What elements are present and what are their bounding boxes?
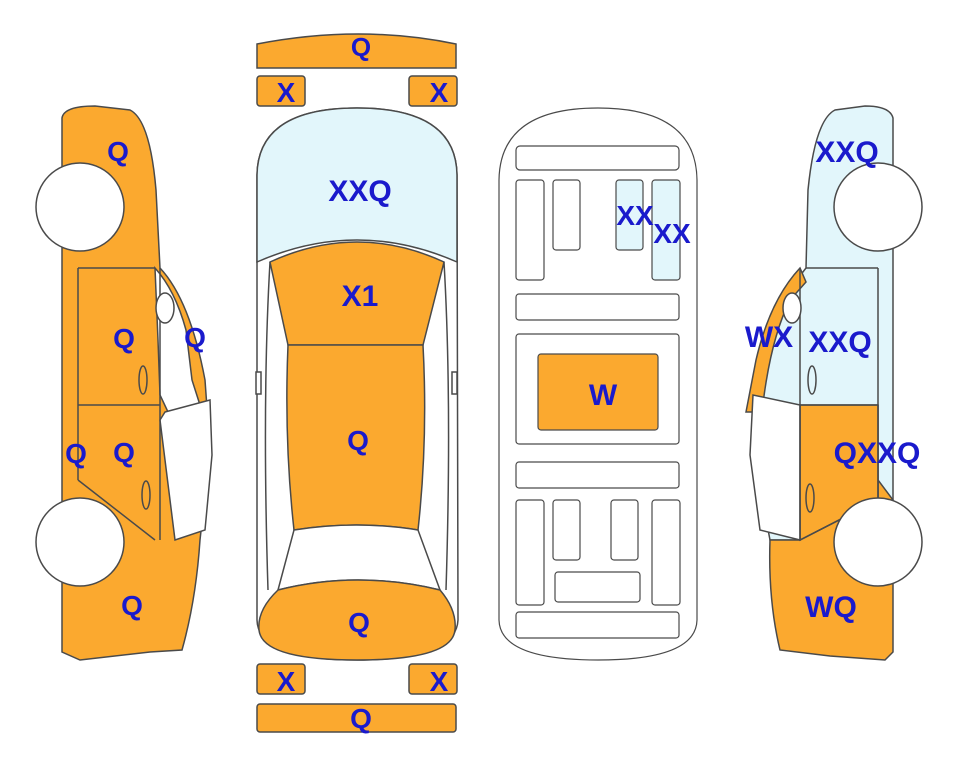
hood-panel[interactable] bbox=[269, 241, 445, 346]
label-left-rear-door: Q bbox=[113, 437, 135, 468]
label-hood: X1 bbox=[342, 280, 379, 313]
interior-bar-2 bbox=[515, 461, 680, 489]
rear-right-light[interactable] bbox=[408, 663, 458, 695]
front-right-seat[interactable] bbox=[615, 179, 644, 251]
interior-bar-1 bbox=[515, 293, 680, 321]
front-left-seat bbox=[552, 179, 581, 251]
left-front-door-handle bbox=[138, 365, 148, 395]
front-bumper[interactable] bbox=[256, 33, 457, 69]
label-left-front-panel: Q bbox=[65, 438, 87, 469]
label-front-bumper: Q bbox=[351, 32, 371, 62]
label-rear-right-light: X bbox=[430, 666, 449, 697]
right-rear-wheel bbox=[833, 497, 923, 587]
rear-bumper[interactable] bbox=[256, 703, 457, 733]
label-front-right-light: X bbox=[430, 77, 449, 108]
rear-left-seat bbox=[552, 499, 581, 561]
front-left-light[interactable] bbox=[256, 75, 306, 107]
label-rear-bumper: Q bbox=[350, 703, 372, 734]
left-side-view bbox=[35, 105, 213, 661]
top-right-mirror bbox=[451, 371, 458, 395]
label-interior-center: W bbox=[589, 379, 618, 412]
top-left-side-line bbox=[264, 261, 450, 591]
label-windshield: XXQ bbox=[328, 175, 391, 208]
right-lower-body[interactable] bbox=[768, 405, 894, 661]
label-trunk: Q bbox=[348, 607, 370, 638]
damage-labels: Q X X XXQ X1 Q Q X X Q Q Q Q Q Q Q XX XX… bbox=[65, 32, 920, 734]
label-right-rear-quarter: WQ bbox=[805, 591, 857, 624]
right-rear-door-handle bbox=[805, 483, 815, 513]
front-left-seat-outer bbox=[515, 179, 545, 281]
left-front-wheel bbox=[35, 162, 125, 252]
rear-right-seat bbox=[610, 499, 639, 561]
label-right-pillar: WX bbox=[745, 321, 793, 354]
label-right-front-door: XXQ bbox=[808, 326, 871, 359]
label-front-left-light: X bbox=[277, 77, 296, 108]
trunk-floor bbox=[515, 611, 680, 639]
front-right-light[interactable] bbox=[408, 75, 458, 107]
top-view bbox=[255, 33, 459, 733]
left-rear-wheel bbox=[35, 497, 125, 587]
left-rear-door-handle bbox=[141, 480, 151, 510]
interior-center-console[interactable] bbox=[537, 353, 659, 431]
front-right-seat-outer[interactable] bbox=[651, 179, 681, 281]
label-left-front-door: Q bbox=[113, 323, 135, 354]
right-front-wheel bbox=[833, 162, 923, 252]
dashboard bbox=[515, 145, 680, 171]
interior-view bbox=[498, 107, 698, 661]
left-door-line bbox=[77, 267, 161, 541]
rear-bench bbox=[554, 571, 641, 603]
label-left-rear-quarter: Q bbox=[121, 590, 143, 621]
right-mirror bbox=[782, 292, 802, 324]
rear-right-seat-outer bbox=[651, 499, 681, 606]
label-interior-seat-a: XX bbox=[616, 200, 654, 231]
right-window-glass bbox=[749, 394, 801, 541]
top-left-mirror bbox=[255, 371, 262, 395]
right-side-view bbox=[745, 105, 923, 661]
label-left-front-pillar: Q bbox=[184, 322, 206, 353]
rear-left-light[interactable] bbox=[256, 663, 306, 695]
trunk-panel[interactable] bbox=[258, 579, 456, 661]
left-mirror bbox=[155, 292, 175, 324]
label-interior-seat-b: XX bbox=[653, 218, 691, 249]
rear-left-seat-outer bbox=[515, 499, 545, 606]
label-rear-left-light: X bbox=[277, 666, 296, 697]
windshield-glass[interactable] bbox=[256, 107, 458, 264]
right-door-line bbox=[799, 267, 879, 541]
label-left-front-fender: Q bbox=[107, 136, 129, 167]
right-front-door-handle bbox=[807, 365, 817, 395]
label-roof: Q bbox=[347, 425, 369, 456]
label-right-rear-door: QXXQ bbox=[834, 437, 921, 470]
label-right-front-fender: XXQ bbox=[815, 136, 878, 169]
